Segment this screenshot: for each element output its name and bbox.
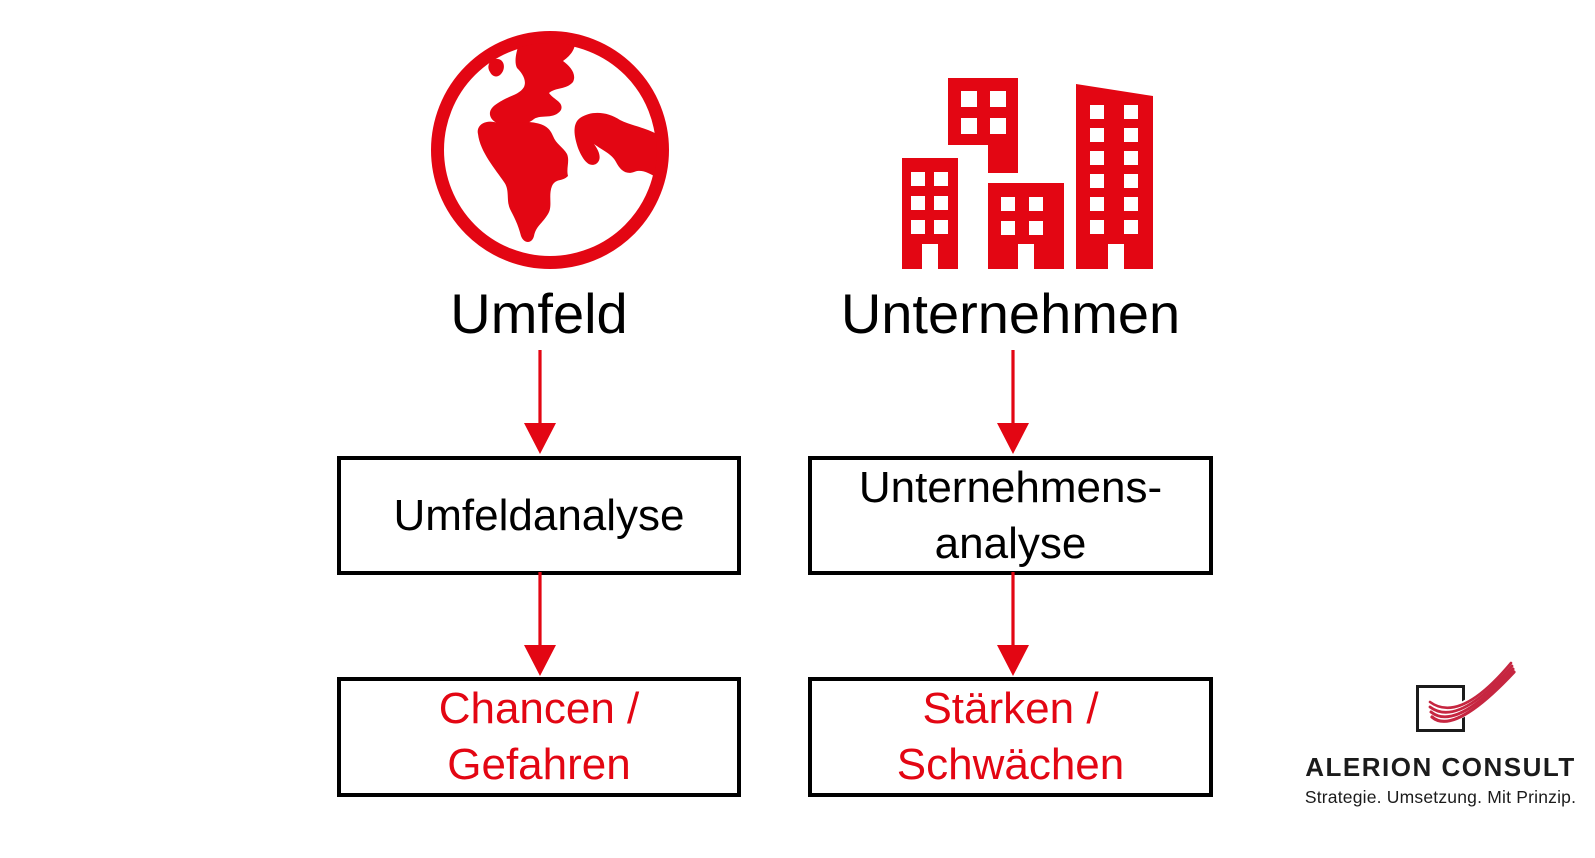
arrow-down-icon: [524, 350, 556, 454]
staerken-schwaechen-box: Stärken / Schwächen: [808, 677, 1213, 797]
unternehmensanalyse-line-1: Unternehmens-: [858, 462, 1163, 512]
column-label-umfeld: Umfeld: [450, 282, 628, 345]
unternehmensanalyse-line-2: analyse: [934, 518, 1087, 568]
globe-icon: [431, 31, 669, 269]
umfeldanalyse-box: Umfeldanalyse: [337, 456, 741, 575]
staerken-schwaechen-line-1: Stärken /: [922, 684, 1099, 733]
logo-company-name: ALERION CONSULT: [1305, 752, 1576, 782]
arrow-down-icon: [997, 350, 1029, 454]
staerken-schwaechen-line-2: Schwächen: [896, 740, 1125, 789]
column-label-unternehmen: Unternehmen: [840, 282, 1181, 345]
umfeldanalyse-box-label: Umfeldanalyse: [393, 490, 685, 540]
arrow-down-icon: [524, 572, 556, 676]
chancen-gefahren-box: Chancen / Gefahren: [337, 677, 741, 797]
chancen-gefahren-line-2: Gefahren: [447, 740, 631, 789]
alerion-swoosh-square-icon: [1416, 661, 1518, 732]
buildings-icon: [902, 78, 1153, 269]
chancen-gefahren-line-1: Chancen /: [438, 684, 640, 733]
logo-tagline: Strategie. Umsetzung. Mit Prinzip.: [1304, 787, 1577, 807]
arrow-down-icon: [997, 572, 1029, 676]
unternehmensanalyse-box: Unternehmens- analyse: [808, 456, 1213, 575]
